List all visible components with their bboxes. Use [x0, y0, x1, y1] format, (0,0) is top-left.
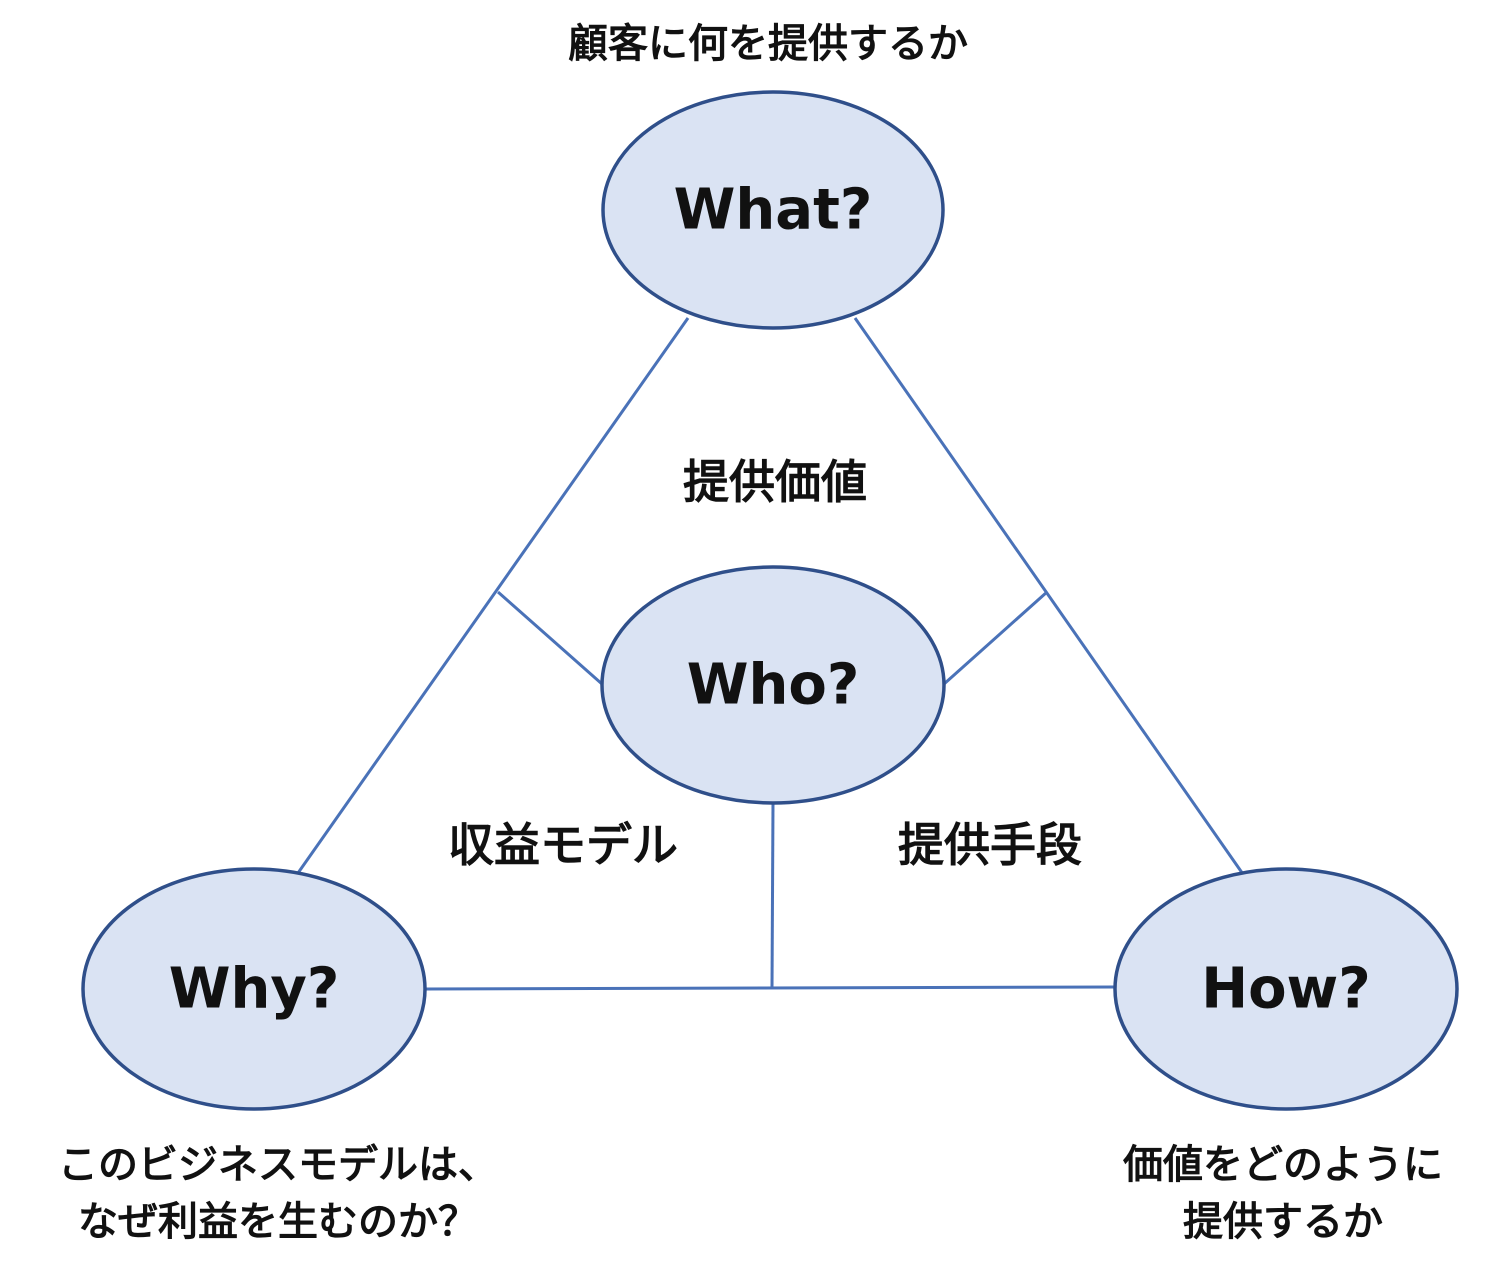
node-what: What? — [601, 90, 945, 330]
caption-how-line2: 提供するか — [1183, 1199, 1383, 1245]
node-who-ellipse — [600, 565, 946, 805]
node-how: How? — [1113, 867, 1459, 1111]
node-what-ellipse — [601, 90, 945, 330]
edge-what-how — [853, 317, 1247, 878]
spoke-who-bottom — [770, 802, 775, 989]
spoke-who-right — [943, 590, 1048, 686]
node-why-ellipse — [81, 867, 427, 1111]
node-who: Who? — [600, 565, 946, 805]
node-why: Why? — [81, 867, 427, 1111]
node-who-label: Who? — [687, 653, 860, 718]
node-what-label: What? — [674, 178, 873, 243]
area-label-revenue-model: 収益モデル — [448, 818, 678, 872]
node-why-label: Why? — [169, 957, 340, 1022]
edge-why-how — [424, 985, 1117, 991]
caption-why-line2: なぜ利益を生むのか？ — [78, 1199, 478, 1245]
node-how-label: How? — [1201, 957, 1371, 1022]
caption-what: 顧客に何を提供するか — [568, 21, 968, 67]
spoke-who-left — [497, 590, 603, 686]
area-label-delivery-means: 提供手段 — [898, 818, 1082, 872]
area-label-value: 提供価値 — [683, 455, 867, 509]
node-how-ellipse — [1113, 867, 1459, 1111]
caption-why-line1: このビジネスモデルは、 — [58, 1142, 498, 1188]
edge-what-why — [296, 317, 690, 874]
caption-how-line1: 価値をどのように — [1122, 1142, 1443, 1188]
